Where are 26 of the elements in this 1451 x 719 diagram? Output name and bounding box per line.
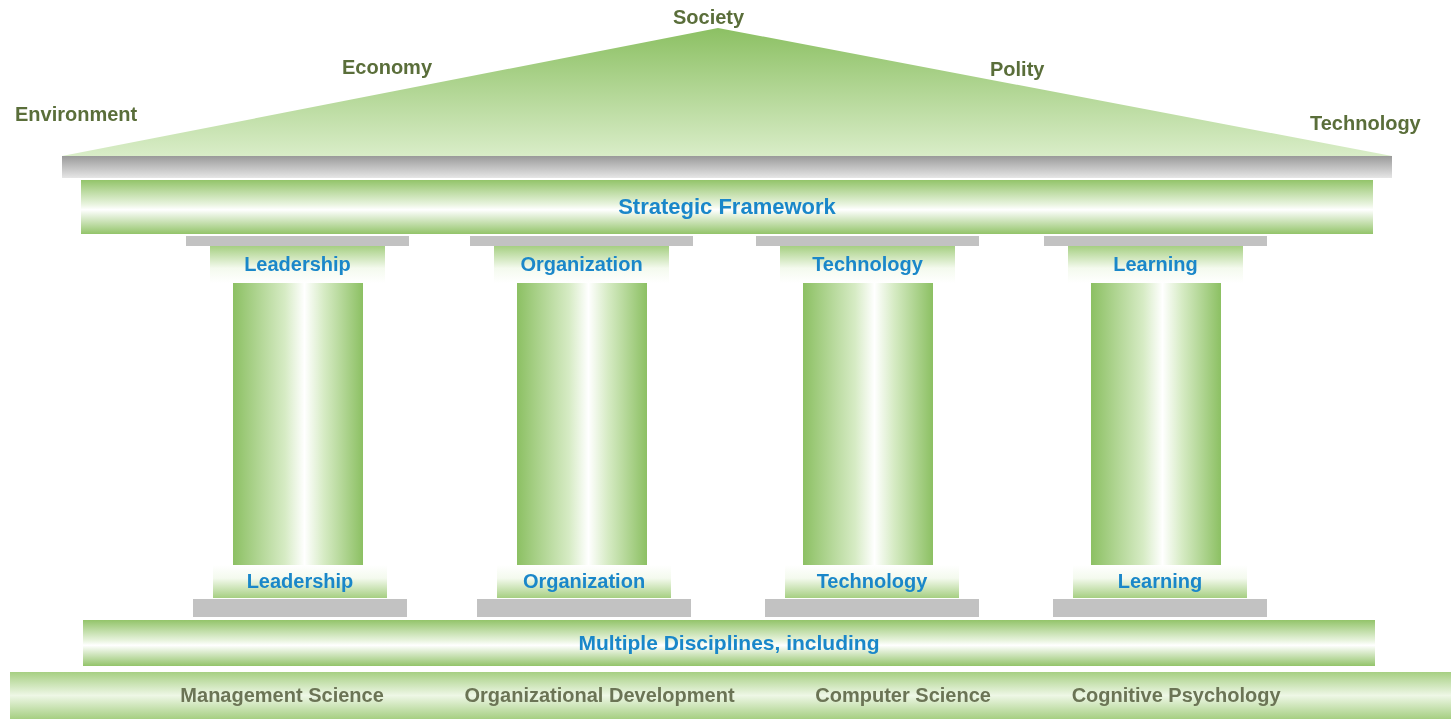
- discipline-label: Management Science: [180, 684, 384, 707]
- pillar-capital: [210, 246, 385, 283]
- pillar-label: Technology: [812, 253, 923, 276]
- pillar-base: [213, 565, 387, 598]
- pillar-label: Leadership: [244, 253, 351, 276]
- pillar-base: [1073, 565, 1247, 598]
- discipline-label: Computer Science: [815, 684, 991, 707]
- pillar-label: Organization: [520, 253, 643, 276]
- pillar-label: Organization: [522, 570, 646, 593]
- pillar-label: Strategic Framework: [618, 194, 836, 220]
- context-label: Society: [673, 6, 745, 29]
- pillar-label: Technology: [816, 570, 928, 593]
- pillar-capital: [1068, 246, 1243, 283]
- pillar-base: [785, 565, 959, 598]
- pillar-base: [497, 565, 671, 598]
- pillar-label: Learning: [1117, 570, 1203, 593]
- discipline-label: Organizational Development: [464, 684, 735, 707]
- pillar-label: Multiple Disciplines, including: [578, 631, 880, 655]
- pillar-capital: [494, 246, 669, 283]
- discipline-label: Cognitive Psychology: [1071, 684, 1281, 707]
- pillar-capital: [780, 246, 955, 283]
- beam-band: [83, 620, 1375, 666]
- discipline-band: [10, 672, 1451, 719]
- pillar-label: Leadership: [246, 570, 354, 593]
- pillar-label: Learning: [1113, 253, 1198, 276]
- beam-band: [81, 180, 1373, 234]
